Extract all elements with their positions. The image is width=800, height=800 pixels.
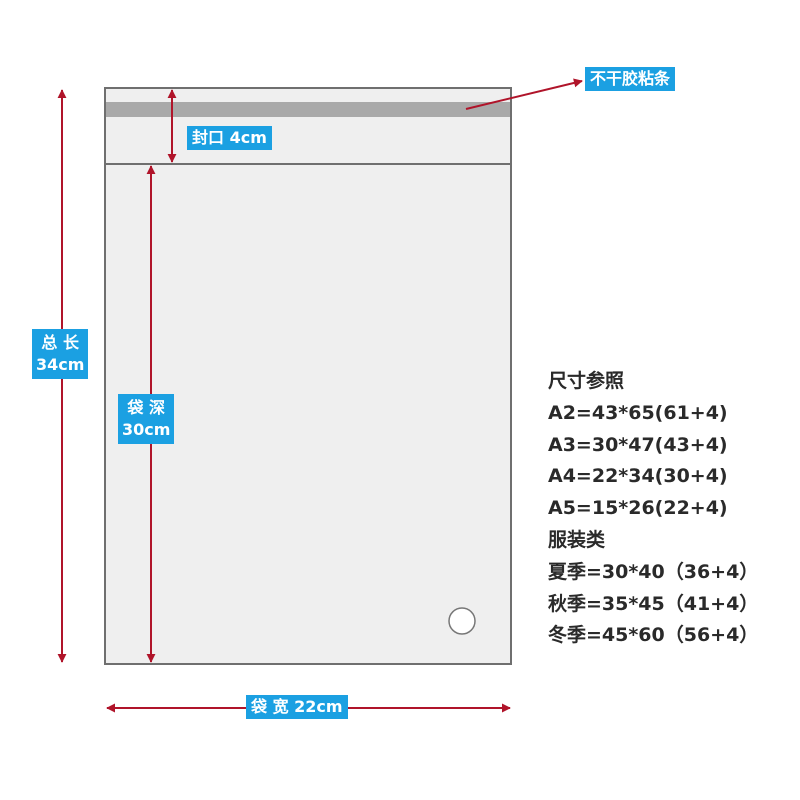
hang-hole [448, 607, 476, 635]
bag-outline [104, 87, 512, 665]
bag-width-label: 袋 宽 22cm [246, 695, 348, 719]
size-reference-title: 尺寸参照 [548, 370, 625, 392]
bag-depth-label: 袋 深 30cm [118, 394, 175, 444]
clothing-row-winter: 冬季=45*60（56+4） [548, 624, 759, 647]
seal-label: 封口 4cm [187, 126, 272, 150]
total-length-label-line1: 总 长 [41, 333, 79, 352]
adhesive-strip-label: 不干胶粘条 [585, 67, 676, 91]
adhesive-pointer-arrow [465, 78, 583, 110]
bag-depth-label-line2: 30cm [122, 420, 171, 439]
clothing-title: 服装类 [548, 528, 606, 551]
size-row-a2: A2=43*65(61+4) [548, 401, 728, 424]
total-length-label-line2: 34cm [36, 355, 85, 374]
total-length-label: 总 长 34cm [32, 329, 89, 379]
adhesive-strip [106, 102, 510, 117]
bag-depth-label-line1: 袋 深 [127, 398, 165, 417]
size-row-a3: A3=30*47(43+4) [548, 433, 728, 456]
size-row-a5: A5=15*26(22+4) [548, 497, 728, 520]
size-reference-list: 尺寸参照 A2=43*65(61+4) A3=30*47(43+4) A4=22… [548, 366, 758, 652]
clothing-row-autumn: 秋季=35*45（41+4） [548, 592, 759, 615]
size-row-a4: A4=22*34(30+4) [548, 465, 728, 488]
clothing-row-summer: 夏季=30*40（36+4） [548, 560, 759, 583]
